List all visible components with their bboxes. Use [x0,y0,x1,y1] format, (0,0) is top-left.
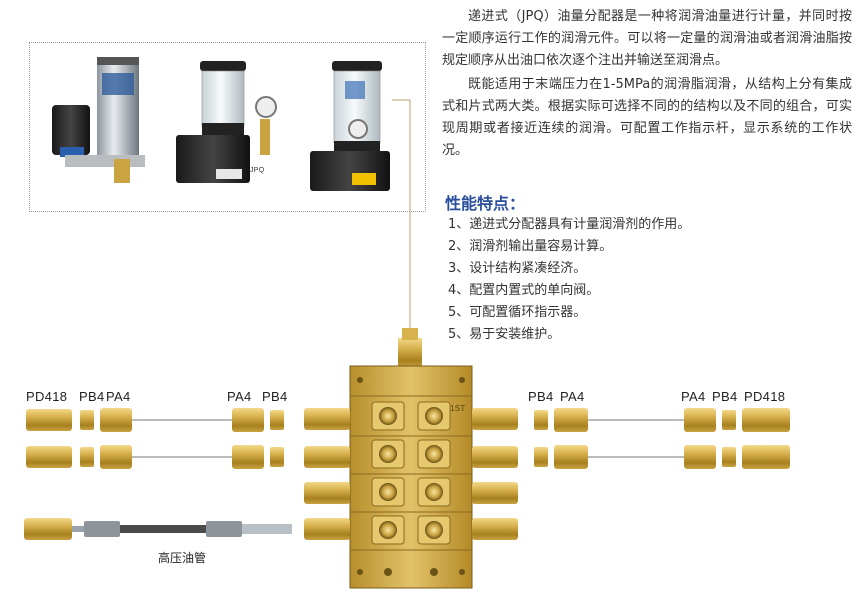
block-mark: 1ST [450,404,466,413]
fitting-pb4-right [722,410,736,467]
tube-lines [132,419,684,458]
label-pd418-right: PD418 [744,389,786,404]
pump-3 [310,61,390,191]
fitting-pd418-right [742,408,790,469]
block-bolts [357,377,465,576]
fitting-pb4-mid-right [534,410,548,467]
block-ports [371,401,451,545]
pump-1 [52,57,145,183]
pump-2 [176,61,277,183]
features-list: 1、递进式分配器具有计量润滑剂的作用。 2、润滑剂输出量容易计算。 3、设计结构… [448,214,690,346]
label-pb4-left: PB4 [79,389,105,404]
fitting-pb4 [80,410,94,467]
fitting-pa4 [100,408,132,469]
features-title: 性能特点： [445,194,526,213]
fitting-pa4-right [684,408,716,469]
feature-item: 4、配置内置式的单向阀。 [448,283,600,298]
hose-label: 高压油管 [158,551,207,565]
fitting-pa4-mid-left [232,408,264,469]
feature-item: 3、设计结构紧凑经济。 [448,261,587,276]
right-fittings [534,408,790,469]
leader-line [392,99,411,340]
fitting-pb4-mid-left [270,410,284,467]
label-pa4-right: PA4 [681,389,706,404]
fitting-pa4-mid-right [554,408,588,469]
feature-item: 1、递进式分配器具有计量润滑剂的作用。 [448,217,691,232]
product-photo-frame [29,42,426,212]
feature-item: 5、可配置循环指示器。 [448,305,587,320]
high-pressure-hose [24,518,292,540]
pump-photos [52,57,390,191]
fitting-pd418 [26,409,72,468]
block-side-fittings [304,408,518,540]
label-pb4-right: PB4 [712,389,738,404]
intro-paragraph-1: 递进式（JPQ）油量分配器是一种将润滑油量进行计量，并同时按一定顺序运行工作的润… [442,9,852,68]
left-fittings [26,408,284,469]
label-pa4-mid-right: PA4 [560,389,585,404]
label-pb4-mid-right: PB4 [528,389,554,404]
distributor-block[interactable] [304,328,518,589]
feature-item: 5、易于安装维护。 [448,327,561,342]
intro-text: 递进式（JPQ）油量分配器是一种将润滑油量进行计量，并同时按一定顺序运行工作的润… [442,6,852,162]
intro-paragraph-2: 既能适用于末端压力在1-5MPa的润滑脂润滑，从结构上分有集成式和片式两大类。根… [442,77,852,158]
label-pa4-mid-left: PA4 [227,389,252,404]
pump-label: JPQ [250,167,265,174]
feature-item: 2、润滑剂输出量容易计算。 [448,239,613,254]
label-pd418-left: PD418 [26,389,68,404]
label-pa4-left: PA4 [106,389,131,404]
label-pb4-mid-left: PB4 [262,389,288,404]
